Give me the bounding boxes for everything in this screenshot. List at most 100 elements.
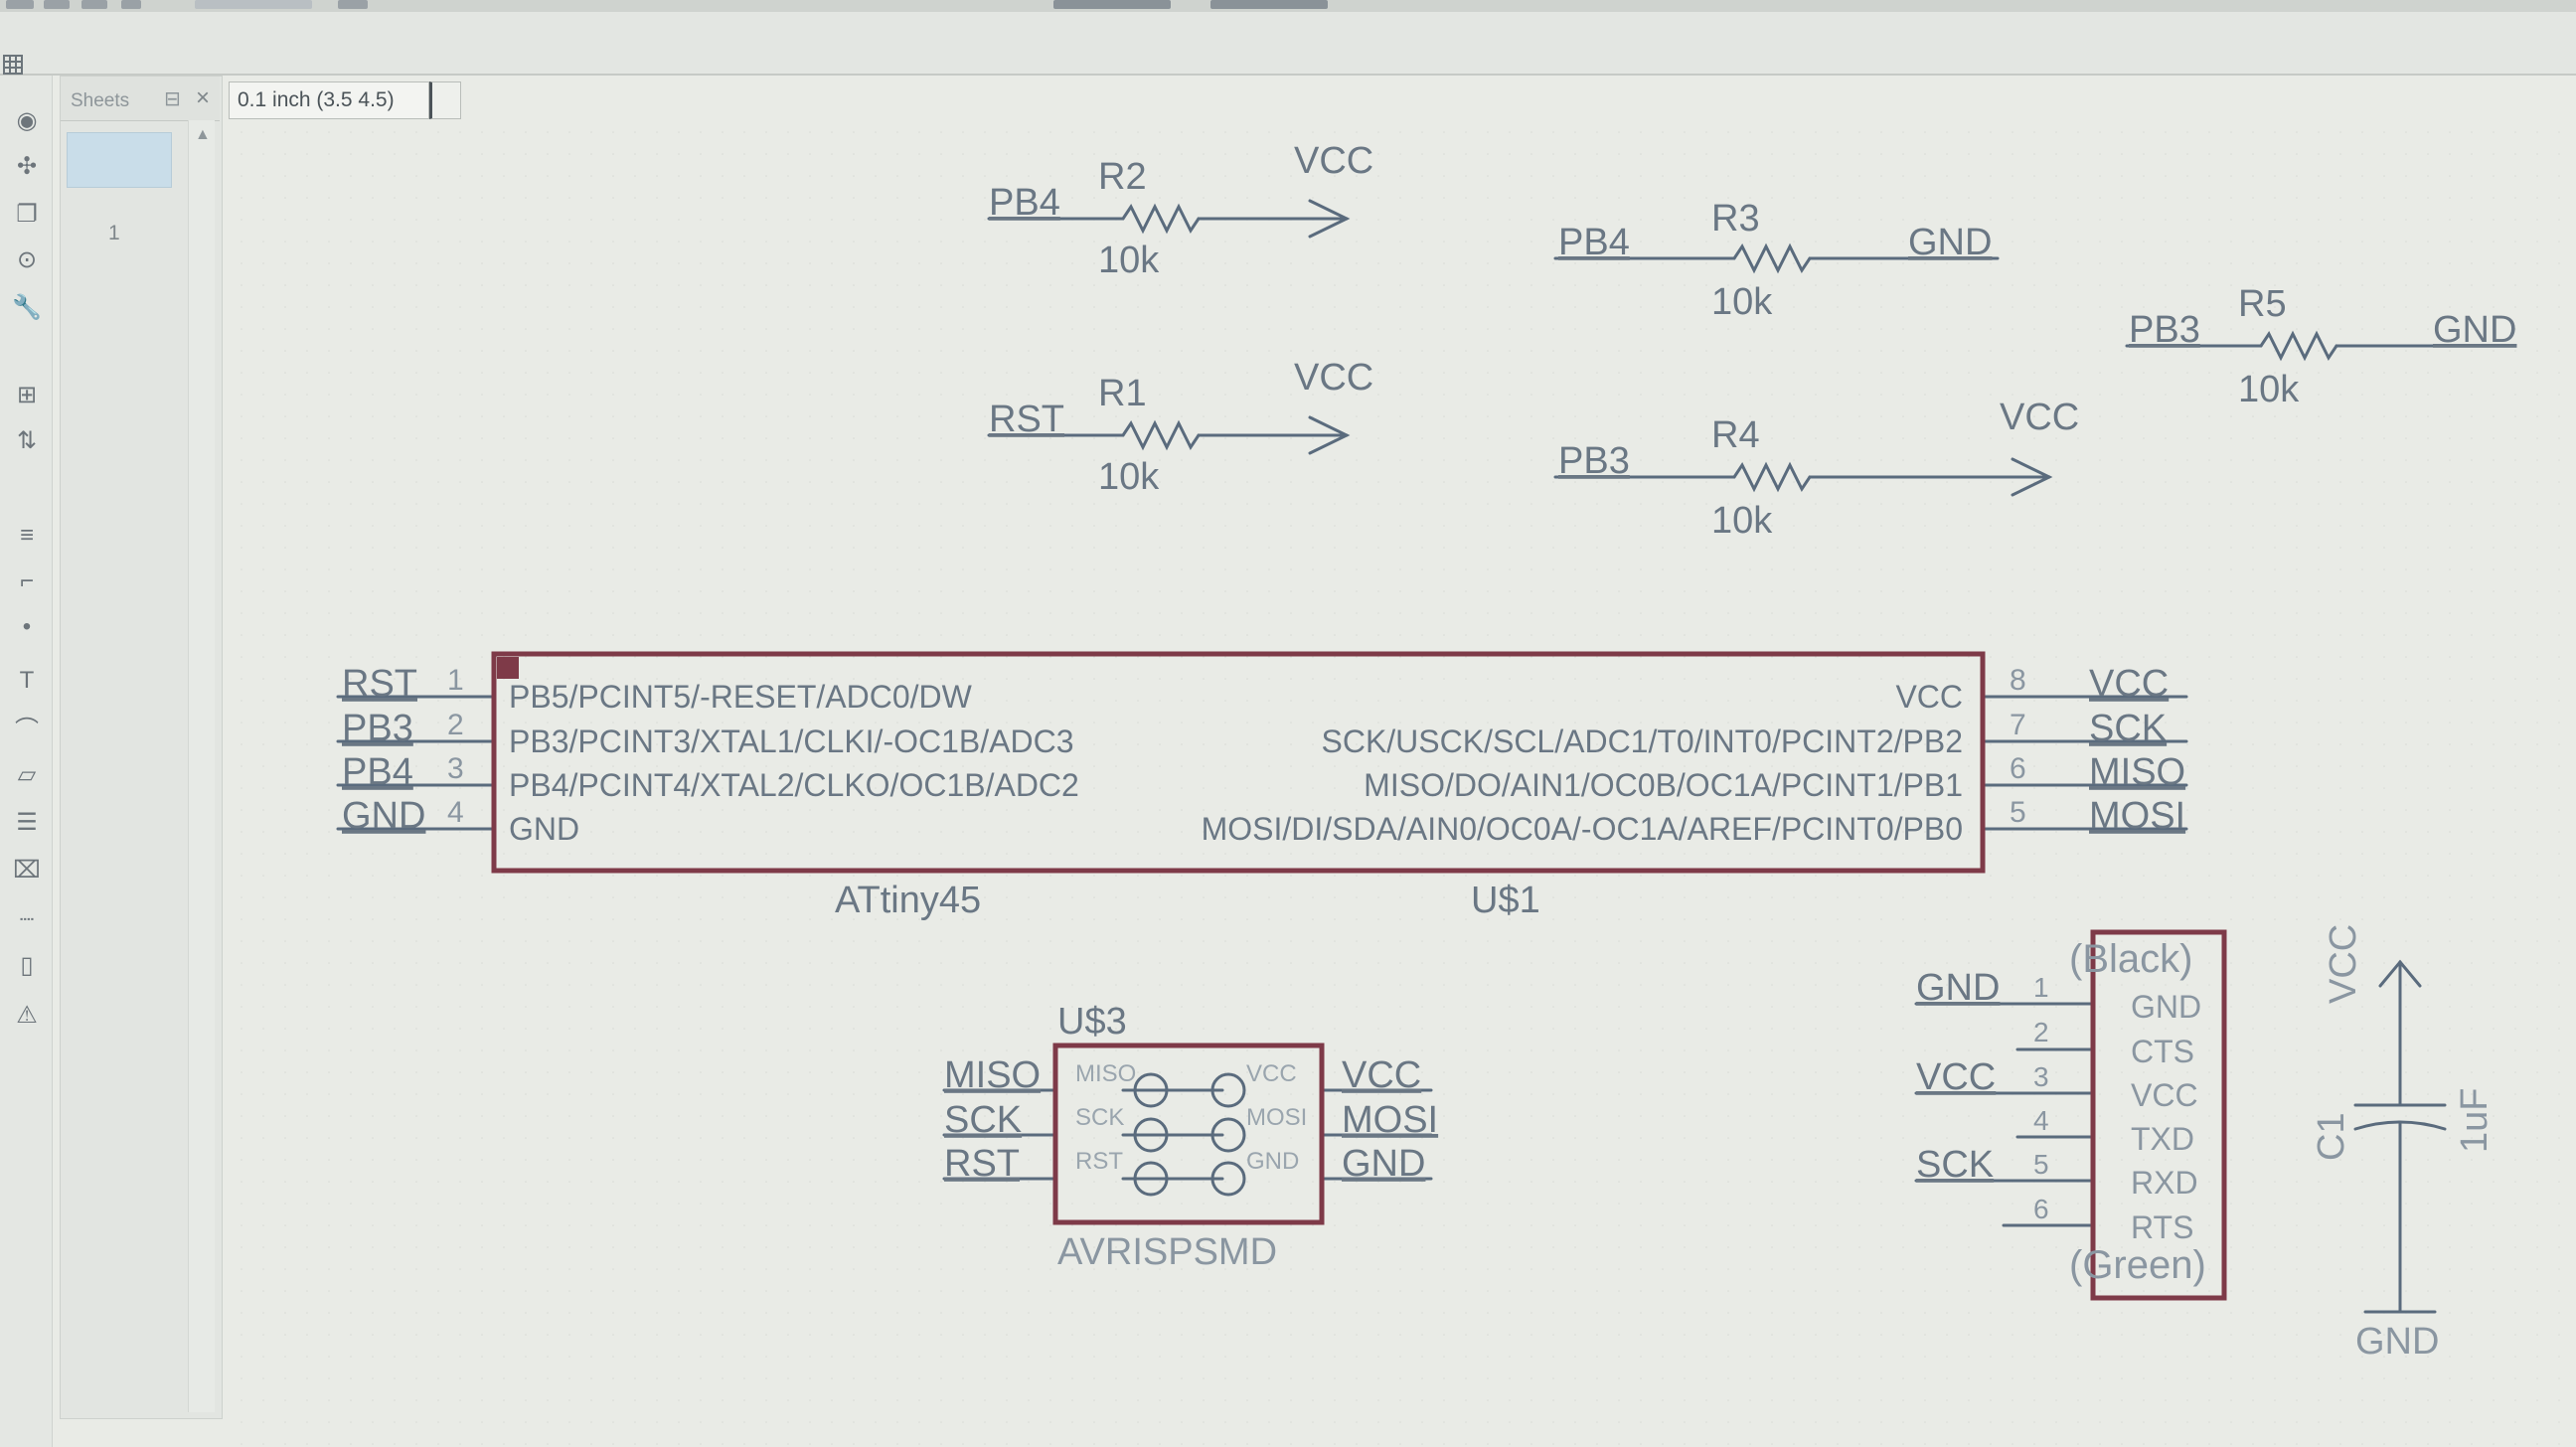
toolbar-button[interactable] [1053, 0, 1171, 9]
wire-icon[interactable]: ⌐ [19, 567, 34, 594]
toolbar-field[interactable] [195, 0, 312, 9]
add-part-icon[interactable]: ⊞ [16, 381, 38, 408]
attribute-icon[interactable]: ☰ [16, 808, 38, 836]
layer-icon[interactable]: ▯ [20, 951, 34, 979]
isp-left-net-1: MISO [944, 1054, 1041, 1096]
toolbar-button[interactable] [121, 0, 141, 9]
sheet-thumbnail[interactable] [67, 132, 172, 188]
ftdi-pin1-net: GND [1916, 967, 2000, 1009]
r5-name: R5 [2238, 283, 2287, 325]
mcu-pin4-num: 4 [447, 796, 464, 829]
ftdi-pin1-name: GND [2131, 989, 2201, 1025]
isp-right-net-3: GND [1342, 1143, 1425, 1185]
command-line[interactable] [429, 81, 461, 119]
mcu-body[interactable] [491, 651, 1986, 874]
text-icon[interactable]: T [19, 667, 35, 694]
junction-icon[interactable]: • [22, 613, 32, 640]
r4-right-net: VCC [2000, 397, 2079, 438]
ftdi-pin1-num: 1 [2033, 972, 2049, 1003]
toolbar-button[interactable] [81, 0, 107, 9]
isp-ref: U$3 [1057, 1001, 1127, 1043]
mcu-pin2-num: 2 [447, 709, 464, 741]
mcu-pin4-func: GND [509, 811, 579, 847]
mcu-pin5-func: MOSI/DI/SDA/AIN0/OC0A/-OC1A/AREF/PCINT0/… [1202, 811, 1963, 847]
scroll-up-icon[interactable]: ▲ [195, 126, 211, 143]
sheets-scrollbar[interactable]: ▲ [188, 120, 215, 1412]
ftdi-top-label: (Black) [2069, 937, 2192, 981]
r2-right-net: VCC [1294, 140, 1373, 182]
bus-icon[interactable]: ≡ [19, 522, 34, 549]
r5-right-net: GND [2433, 309, 2516, 351]
r4-value: 10k [1711, 500, 1773, 542]
label-icon[interactable]: ⌧ [13, 856, 41, 884]
mcu-ref: U$1 [1471, 880, 1540, 921]
mcu-pin-wires [336, 695, 2188, 831]
toolbar-button[interactable] [6, 0, 34, 9]
move-icon[interactable]: ✣ [16, 152, 38, 180]
pin-icon[interactable]: ⊟ [164, 88, 181, 110]
grid-icon[interactable] [2, 54, 24, 76]
resistor-r3[interactable] [1553, 242, 2000, 274]
r4-left-net: PB3 [1558, 440, 1630, 482]
mcu-part-name: ATtiny45 [835, 880, 981, 921]
cap-bottom-net: GND [2355, 1321, 2439, 1363]
frame-icon[interactable]: ┈ [19, 905, 35, 933]
coordinate-readout-text: 0.1 inch (3.5 4.5) [238, 88, 395, 111]
mcu-pin1-func: PB5/PCINT5/-RESET/ADC0/DW [509, 679, 973, 715]
close-icon[interactable]: × [196, 84, 211, 111]
ftdi-pin2-name: CTS [2131, 1034, 2194, 1069]
r4-name: R4 [1711, 414, 1760, 456]
ftdi-pin5-num: 5 [2033, 1149, 2049, 1180]
r1-right-net: VCC [1294, 357, 1373, 399]
isp-left-net-2: SCK [944, 1099, 1022, 1141]
r3-name: R3 [1711, 198, 1760, 240]
mcu-pin1-num: 1 [447, 664, 464, 697]
polygon-icon[interactable]: ▱ [17, 760, 37, 788]
ftdi-header[interactable] [2090, 929, 2227, 1301]
cap-top-net: VCC [2323, 924, 2364, 1004]
toolbar-button[interactable] [338, 0, 368, 9]
r2-left-net: PB4 [989, 182, 1060, 224]
isp-inner-left-2: SCK [1075, 1104, 1124, 1131]
capacitor-c1[interactable] [2353, 959, 2447, 1314]
mcu-pin2-net: PB3 [342, 708, 413, 749]
toolbar-button[interactable] [1210, 0, 1328, 9]
ftdi-pin5-net: SCK [1916, 1144, 1994, 1186]
mcu-pin4-net: GND [342, 795, 425, 837]
mcu-pin3-num: 3 [447, 752, 464, 785]
arc-icon[interactable]: ⌒ [15, 716, 39, 743]
show-icon[interactable]: ◉ [16, 106, 38, 134]
toolbar-button[interactable] [44, 0, 70, 9]
isp-connector[interactable] [1052, 1043, 1325, 1225]
coordinate-readout: 0.1 inch (3.5 4.5) [229, 81, 429, 119]
copy-icon[interactable]: ❐ [16, 200, 38, 228]
ftdi-pin4-name: TXD [2131, 1121, 2194, 1157]
isp-part: AVRISPSMD [1057, 1231, 1277, 1273]
mcu-pin1-net: RST [342, 663, 417, 705]
grid-background [235, 119, 2576, 1447]
r3-left-net: PB4 [1558, 222, 1630, 263]
ftdi-pin2-num: 2 [2033, 1017, 2049, 1047]
resistor-r4[interactable] [1553, 457, 2053, 497]
sheets-tab[interactable]: Sheets ⊟ × [61, 77, 220, 121]
isp-left-net-3: RST [944, 1143, 1020, 1185]
wrench-icon[interactable]: 🔧 [12, 293, 42, 321]
resistor-r2[interactable] [987, 199, 1351, 239]
mcu-pin3-net: PB4 [342, 751, 413, 793]
r2-value: 10k [1098, 240, 1160, 281]
resistor-r1[interactable] [987, 415, 1351, 455]
replace-icon[interactable]: ⇅ [16, 426, 38, 454]
erc-icon[interactable]: ⚠ [16, 1001, 38, 1029]
rotate-icon[interactable]: ⊙ [16, 245, 38, 273]
r1-name: R1 [1098, 373, 1147, 414]
cap-value: 1uF [2454, 1088, 2496, 1153]
ftdi-pin4-num: 4 [2033, 1105, 2049, 1136]
ftdi-pin6-name: RTS [2131, 1209, 2193, 1245]
sheet-number: 1 [108, 222, 120, 244]
r2-name: R2 [1098, 156, 1147, 198]
mcu-pin5-net: MOSI [2089, 795, 2185, 837]
resistor-r5[interactable] [2125, 330, 2516, 362]
cap-ref: C1 [2311, 1112, 2352, 1161]
mcu-pin8-net: VCC [2089, 663, 2169, 705]
